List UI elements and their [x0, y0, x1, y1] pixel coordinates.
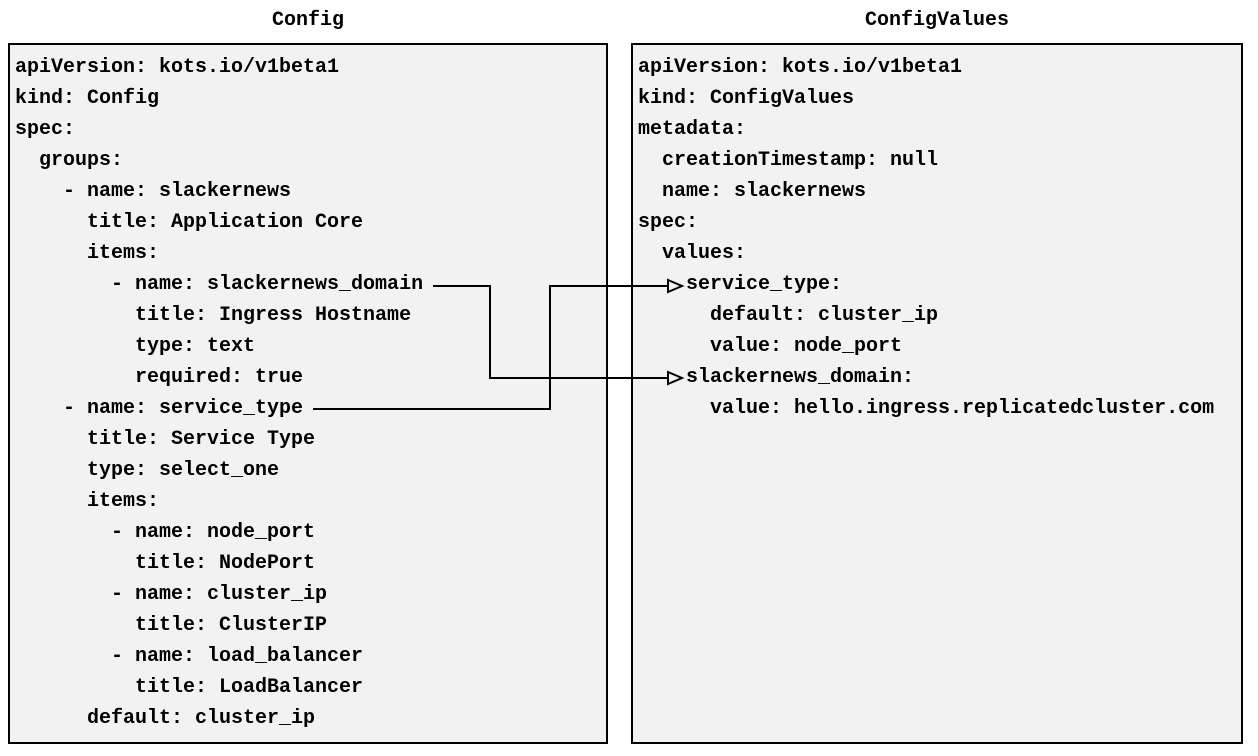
yaml-line: required: true [15, 366, 304, 389]
yaml-line: title: NodePort [15, 552, 316, 575]
yaml-line: - name: slackernews [15, 180, 292, 203]
yaml-line: kind: Config [15, 87, 160, 110]
yaml-line: - name: load_balancer [15, 645, 364, 668]
yaml-line: default: cluster_ip [15, 707, 316, 730]
yaml-line: type: text [15, 335, 256, 358]
yaml-line: slackernews_domain: [638, 366, 915, 389]
yaml-line: value: node_port [638, 335, 903, 358]
configvalues-panel-title: ConfigValues [864, 9, 1010, 32]
yaml-line: default: cluster_ip [638, 304, 939, 327]
yaml-line: - name: slackernews_domain [15, 273, 424, 296]
yaml-line: title: Ingress Hostname [15, 304, 412, 327]
yaml-line: title: Service Type [15, 428, 316, 451]
yaml-line: spec: [638, 211, 699, 234]
yaml-line: creationTimestamp: null [638, 149, 939, 172]
yaml-line: metadata: [638, 118, 747, 141]
yaml-line: items: [15, 242, 160, 265]
yaml-line: apiVersion: kots.io/v1beta1 [638, 56, 963, 79]
yaml-line: type: select_one [15, 459, 280, 482]
yaml-line: items: [15, 490, 160, 513]
yaml-line: - name: cluster_ip [15, 583, 328, 606]
yaml-line: - name: node_port [15, 521, 316, 544]
yaml-line: name: slackernews [638, 180, 867, 203]
yaml-line: title: LoadBalancer [15, 676, 364, 699]
yaml-line: apiVersion: kots.io/v1beta1 [15, 56, 340, 79]
yaml-line: value: hello.ingress.replicatedcluster.c… [638, 397, 1215, 420]
yaml-line: title: ClusterIP [15, 614, 328, 637]
yaml-line: title: Application Core [15, 211, 364, 234]
yaml-line: kind: ConfigValues [638, 87, 855, 110]
config-panel-title: Config [271, 9, 344, 32]
yaml-line: groups: [15, 149, 124, 172]
yaml-line: service_type: [638, 273, 843, 296]
yaml-line: - name: service_type [15, 397, 304, 420]
yaml-line: values: [638, 242, 747, 265]
yaml-line: spec: [15, 118, 76, 141]
configvalues-yaml-panel: apiVersion: kots.io/v1beta1 kind: ConfigV… [631, 43, 1243, 744]
config-yaml-panel: apiVersion: kots.io/v1beta1 kind: Config s… [8, 43, 608, 744]
